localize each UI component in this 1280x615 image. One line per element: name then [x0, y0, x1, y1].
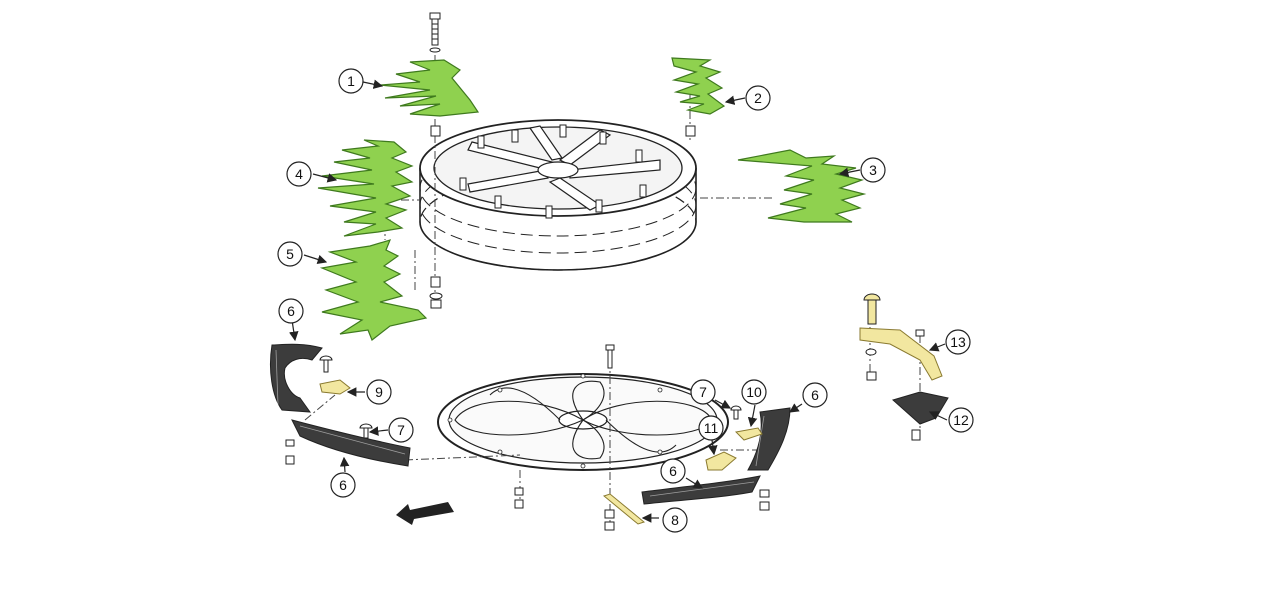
callout-6-left-upper: 6 [278, 298, 304, 324]
finger-plate-1 [379, 59, 480, 117]
svg-text:11: 11 [704, 420, 719, 436]
callout-11: 11 [698, 415, 724, 441]
leader-lines [289, 79, 948, 523]
hardware [285, 12, 925, 531]
svg-text:13: 13 [950, 334, 966, 350]
bracket-11 [705, 451, 737, 471]
svg-text:9: 9 [375, 384, 383, 400]
bracket-10 [734, 427, 763, 441]
svg-text:7: 7 [699, 384, 707, 400]
bracket-9 [319, 379, 351, 395]
svg-text:2: 2 [754, 90, 762, 106]
svg-text:1: 1 [347, 73, 355, 89]
callout-6-bottom: 6 [660, 458, 686, 484]
callout-5: 5 [277, 241, 303, 267]
callout-7-right: 7 [690, 379, 716, 405]
finger-plates [317, 57, 867, 341]
svg-text:8: 8 [671, 512, 679, 528]
callout-13: 13 [945, 329, 971, 355]
svg-text:6: 6 [287, 303, 295, 319]
knife-bottom [641, 475, 761, 505]
svg-text:5: 5 [286, 246, 294, 262]
svg-text:10: 10 [746, 384, 762, 400]
svg-text:12: 12 [953, 412, 969, 428]
finger-plate-4 [317, 139, 414, 237]
callouts: 1 2 3 4 5 6 6 6 [277, 68, 974, 533]
base-disc [437, 373, 729, 471]
knife-left-upper [269, 343, 323, 413]
callout-6-left-lower: 6 [330, 472, 356, 498]
brackets [319, 327, 943, 525]
svg-text:4: 4 [295, 166, 303, 182]
callout-8: 8 [662, 507, 688, 533]
finger-plate-3 [737, 149, 867, 223]
callout-2: 2 [745, 85, 771, 111]
bracket-13 [859, 327, 943, 381]
callout-12: 12 [948, 407, 974, 433]
callout-4: 4 [286, 161, 312, 187]
callout-10: 10 [741, 379, 767, 405]
callout-3: 3 [860, 157, 886, 183]
svg-text:6: 6 [811, 387, 819, 403]
callout-7-left: 7 [388, 417, 414, 443]
svg-text:6: 6 [669, 463, 677, 479]
knife-right [747, 407, 791, 471]
drum-assembly [419, 119, 697, 271]
knife-plate-12 [891, 391, 949, 425]
direction-arrow-icon [396, 502, 454, 525]
callout-9: 9 [366, 379, 392, 405]
svg-text:3: 3 [869, 162, 877, 178]
svg-text:7: 7 [397, 422, 405, 438]
callout-1: 1 [338, 68, 364, 94]
callout-6-right: 6 [802, 382, 828, 408]
finger-plate-2 [671, 57, 726, 115]
finger-plate-5 [319, 239, 428, 341]
svg-text:6: 6 [339, 477, 347, 493]
